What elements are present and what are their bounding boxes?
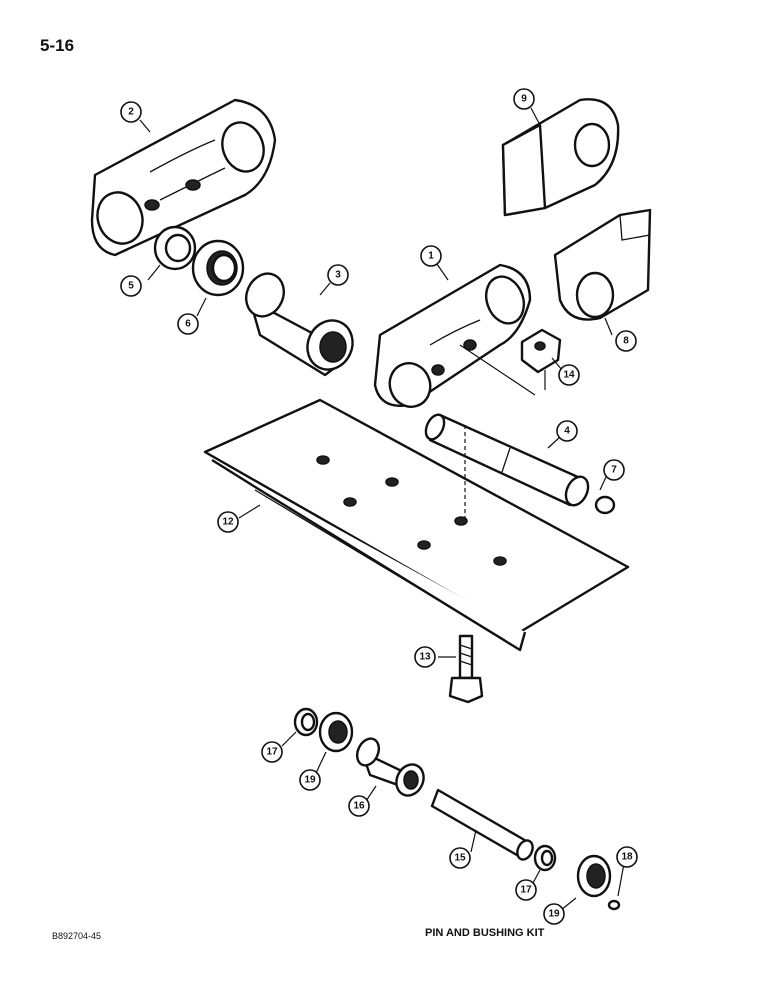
callout-15: 15 [449, 847, 471, 869]
svg-text:17: 17 [266, 747, 278, 758]
svg-text:12: 12 [222, 517, 234, 528]
callout-14: 14 [558, 364, 580, 386]
plug-part-18 [607, 899, 621, 911]
svg-text:9: 9 [521, 94, 527, 105]
seal-part-5 [153, 225, 197, 271]
seal-part-6 [191, 239, 245, 297]
seal-part-19-upper [318, 711, 354, 753]
svg-text:15: 15 [454, 853, 466, 864]
track-link-part-2 [90, 98, 277, 257]
callout-18: 18 [616, 846, 638, 868]
callout-4: 4 [556, 420, 578, 442]
svg-text:13: 13 [419, 652, 431, 663]
svg-text:14: 14 [563, 370, 575, 381]
callout-19-lower: 19 [543, 903, 565, 925]
svg-text:1: 1 [428, 251, 434, 262]
svg-text:7: 7 [611, 465, 617, 476]
svg-text:4: 4 [564, 426, 570, 437]
svg-text:18: 18 [621, 852, 633, 863]
figure-title: PIN AND BUSHING KIT [425, 927, 545, 939]
svg-text:19: 19 [304, 775, 316, 786]
master-link-part-8 [553, 208, 652, 321]
callout-12: 12 [217, 511, 239, 533]
pin-part-15 [430, 788, 534, 861]
callout-13: 13 [414, 646, 436, 668]
bushing-part-3 [245, 272, 354, 377]
nut-part-14 [520, 328, 562, 374]
callout-7: 7 [603, 459, 625, 481]
bolt-part-13 [448, 634, 484, 704]
svg-text:16: 16 [353, 801, 365, 812]
figure-code: B892704-45 [52, 931, 102, 941]
svg-text:8: 8 [623, 336, 629, 347]
callout-17-upper: 17 [261, 741, 283, 763]
seal-part-17-lower [533, 844, 557, 872]
callout-2: 2 [120, 101, 142, 123]
master-link-part-9 [501, 98, 620, 217]
track-shoe-part-12 [203, 398, 630, 652]
svg-text:6: 6 [185, 319, 191, 330]
pin-part-4 [424, 413, 590, 507]
callout-19-upper: 19 [299, 769, 321, 791]
callout-5: 5 [120, 275, 142, 297]
callout-3: 3 [327, 264, 349, 286]
svg-text:17: 17 [520, 885, 532, 896]
callout-6: 6 [177, 313, 199, 335]
callout-8: 8 [615, 330, 637, 352]
callout-16: 16 [348, 795, 370, 817]
svg-text:19: 19 [548, 909, 560, 920]
bushing-part-16 [355, 737, 425, 797]
seal-part-17-upper [293, 707, 319, 737]
callout-1: 1 [420, 245, 442, 267]
svg-text:3: 3 [335, 270, 341, 281]
svg-text:5: 5 [128, 281, 134, 292]
seal-part-19-lower [576, 854, 612, 898]
svg-text:2: 2 [128, 107, 134, 118]
track-link-part-1 [373, 263, 532, 408]
page-number: 5-16 [40, 36, 75, 55]
callout-17-lower: 17 [515, 879, 537, 901]
plug-part-7 [594, 495, 616, 515]
callout-9: 9 [513, 88, 535, 110]
